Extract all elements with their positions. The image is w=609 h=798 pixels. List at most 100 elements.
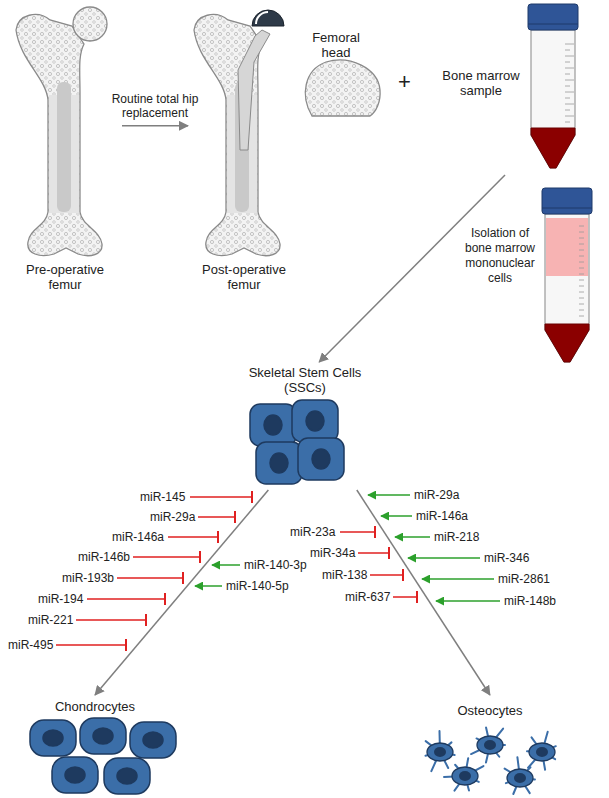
inhibition-arrow (198, 516, 235, 518)
caption: Post-operative femur (197, 262, 291, 292)
promotion-arrow (436, 600, 500, 602)
tube-body (545, 214, 589, 362)
nucleus (312, 449, 330, 469)
inhibition-arrow (393, 596, 417, 598)
mirna-label: miR-148b (504, 594, 556, 608)
graduation-mark (579, 316, 584, 317)
inhibition-arrow (76, 619, 146, 621)
nucleus (93, 728, 113, 744)
osteocyte-body (477, 736, 503, 754)
cell (130, 722, 176, 758)
mirna-label: miR-194 (38, 592, 83, 606)
mirna-label: miR-221 (28, 613, 73, 627)
nucleus (143, 732, 163, 748)
post-operative-femur (194, 10, 284, 256)
mirna-label: miR-23a (290, 525, 335, 539)
mirna-label: miR-34a (310, 546, 355, 560)
prosthesis-highlight (256, 12, 268, 24)
mirna-label: miR-140-3p (244, 558, 307, 572)
graduation-mark (565, 44, 574, 45)
graduation-mark (565, 56, 574, 57)
mirna-label: miR-2861 (498, 572, 550, 586)
cell (298, 438, 344, 480)
osteocyte-body (507, 769, 533, 787)
chondrocyte-cluster (30, 718, 176, 794)
figure-node: Femoral head (300, 30, 385, 120)
nucleus (117, 768, 137, 784)
graduation-mark (579, 286, 584, 287)
tube-cap (542, 188, 592, 214)
tube-body (531, 30, 575, 168)
cell (256, 442, 302, 484)
graduation-mark (565, 86, 570, 87)
mirna-label: miR-146a (416, 509, 468, 523)
graduation-mark (579, 274, 584, 275)
graduation-mark (579, 268, 584, 269)
figure-node: Osteocytes (410, 695, 580, 795)
graduation-mark (579, 238, 584, 239)
femur-outline (194, 15, 280, 256)
graduation-mark (565, 104, 574, 105)
inhibition-arrow (340, 531, 375, 533)
plasma-layer (546, 218, 588, 276)
mirna-label: miR-146a (112, 530, 164, 544)
mirna-label: miR-146b (78, 550, 130, 564)
figure-node: Pre-operative femur (8, 0, 122, 294)
caption: Chondrocytes (45, 699, 145, 714)
graduation-mark (579, 292, 584, 293)
cap-rim (542, 208, 592, 209)
graduation-mark (579, 298, 584, 299)
promotion-arrow (395, 536, 430, 538)
plus-sign: + (398, 70, 411, 94)
caption: Bone marrow sample (440, 68, 522, 98)
promotion-arrow (381, 515, 412, 517)
femur-bone (16, 15, 102, 256)
nucleus (65, 767, 85, 783)
nucleus (536, 747, 548, 757)
cell (104, 758, 150, 794)
promotion-arrow (368, 494, 410, 496)
inhibition-arrow (117, 577, 183, 579)
figure-node: Chondrocytes (20, 695, 180, 795)
promotion-arrow (212, 564, 240, 566)
figure-node: Bone marrow sample (425, 0, 590, 175)
isolation-tube (542, 188, 592, 362)
cap-rim (528, 24, 578, 25)
inhibition-arrow (190, 496, 252, 498)
caption: Skeletal Stem Cells (SSCs) (240, 365, 370, 395)
cell (250, 404, 296, 446)
marrow-sample (531, 128, 575, 168)
prosthesis-stem (238, 30, 270, 150)
graduation-mark (565, 110, 570, 111)
graduation-mark (579, 244, 584, 245)
graduation-mark (565, 122, 570, 123)
osteocyte-cluster (425, 727, 555, 794)
femoral-head-natural (73, 7, 107, 41)
graduation-mark (579, 256, 584, 257)
graduation-mark (565, 98, 570, 99)
figure-node: Post-operative femur (188, 0, 300, 294)
connectors (95, 126, 505, 695)
mirna-label: miR-495 (8, 638, 53, 652)
graduation-mark (579, 250, 584, 251)
promotion-arrow (195, 585, 222, 587)
mirna-label: miR-138 (322, 568, 367, 582)
nucleus (306, 411, 324, 431)
graduations (565, 44, 584, 316)
figure-node: Isolation of bone marrow mononuclear cel… (458, 185, 598, 370)
graduation-mark (565, 62, 570, 63)
prosthesis-head (252, 10, 284, 26)
caption: Pre-operative femur (18, 262, 112, 292)
cell (52, 757, 98, 793)
femur-outline (16, 15, 102, 256)
graduation-mark (579, 262, 584, 263)
inhibition-arrow (358, 552, 389, 554)
cell-pellet (545, 324, 589, 362)
mirna-label: miR-637 (345, 590, 390, 604)
graduation-mark (579, 304, 584, 305)
osteocyte-body (452, 767, 478, 785)
caption: Isolation of bone marrow mononuclear cel… (462, 226, 538, 286)
graduation-mark (579, 232, 584, 233)
